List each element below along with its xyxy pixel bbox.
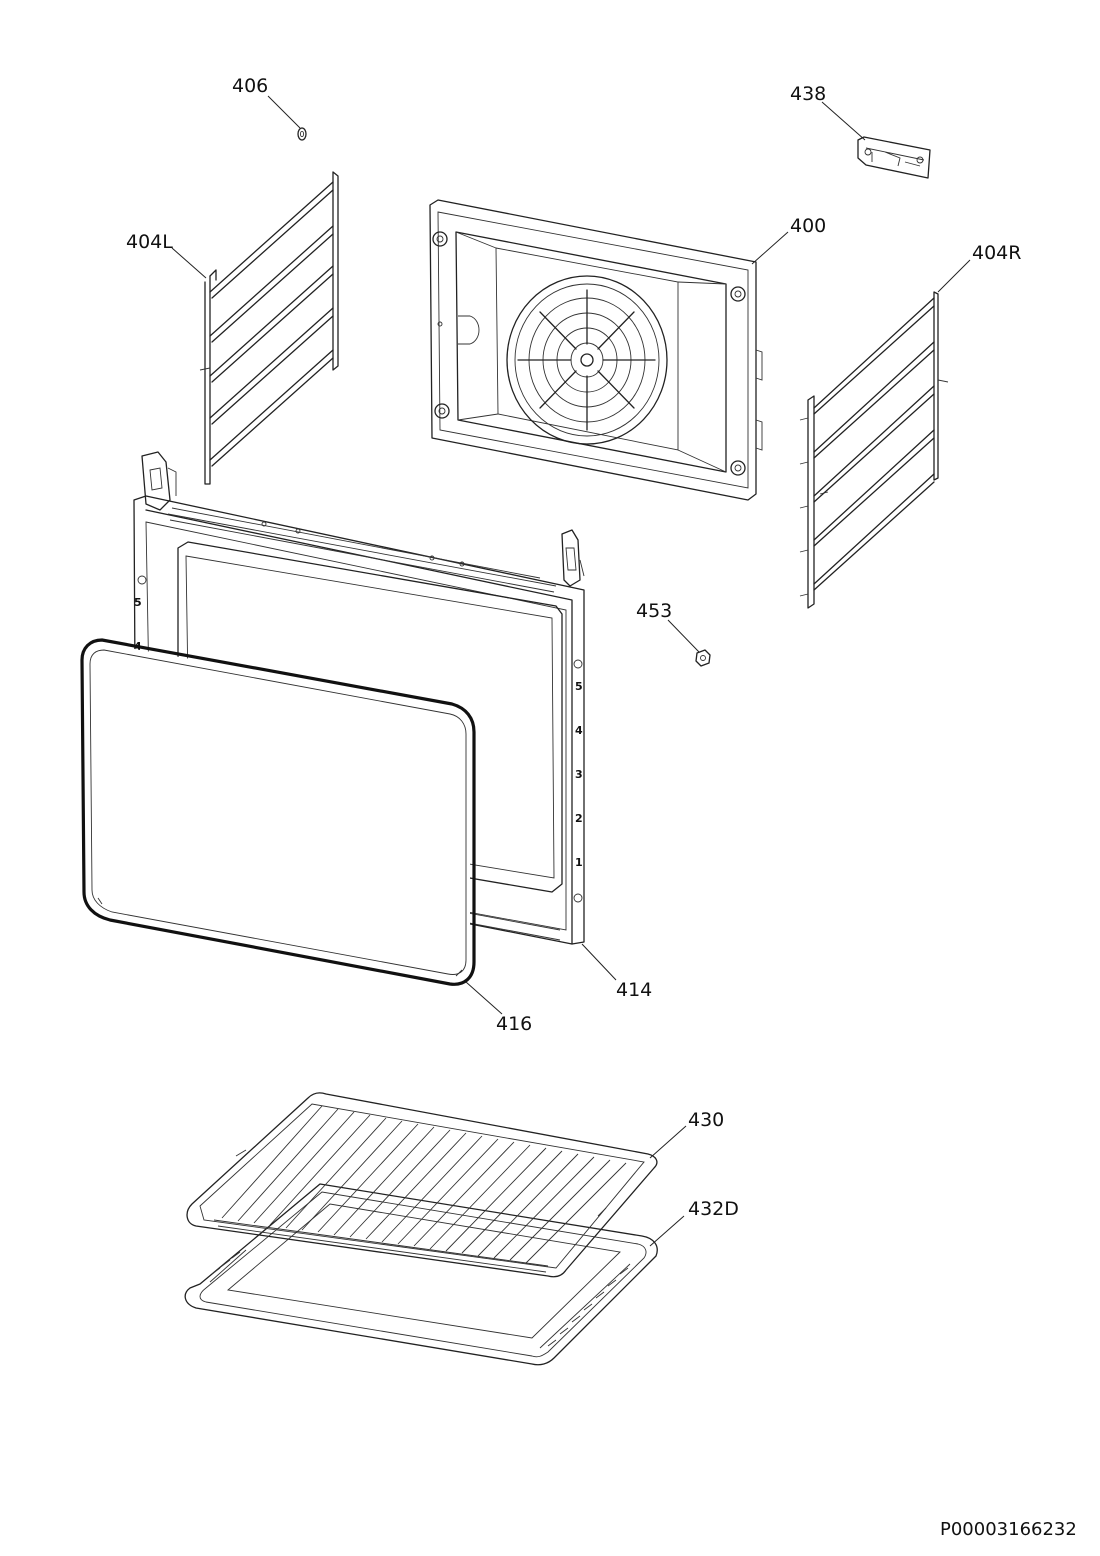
label-414: 414 [616, 979, 652, 1001]
label-453: 453 [636, 600, 672, 622]
side-number-right-4: 4 [575, 724, 583, 737]
part-438-bracket [821, 101, 931, 179]
part-404R-right-shelf-rack [799, 259, 971, 609]
fan-cover-grille [506, 275, 668, 445]
side-number-right-1: 1 [575, 856, 583, 869]
label-416: 416 [496, 1013, 532, 1035]
part-453-nut [667, 619, 711, 667]
label-430: 430 [688, 1109, 724, 1131]
side-number-right-5: 5 [575, 680, 583, 693]
side-number-right-3: 3 [575, 768, 583, 781]
wire-shelf-rods [221, 1105, 627, 1264]
label-432D: 432D [688, 1198, 739, 1220]
part-404L-left-shelf-rack [171, 171, 339, 485]
label-400: 400 [790, 215, 826, 237]
part-432D-baking-tray [184, 1183, 685, 1366]
label-404R: 404R [972, 242, 1021, 264]
part-400-back-panel [429, 199, 789, 501]
side-number-right-2: 2 [575, 812, 583, 825]
side-number-left-5: 5 [134, 596, 142, 609]
part-430-wire-shelf [186, 1092, 687, 1278]
label-404L: 404L [126, 231, 173, 253]
label-406: 406 [232, 75, 268, 97]
part-416-door-gasket [80, 638, 503, 1015]
tray-rim-slots [211, 1251, 629, 1347]
drawing-code: P00003166232 [940, 1519, 1077, 1540]
part-406-screw [267, 95, 307, 141]
label-438: 438 [790, 83, 826, 105]
